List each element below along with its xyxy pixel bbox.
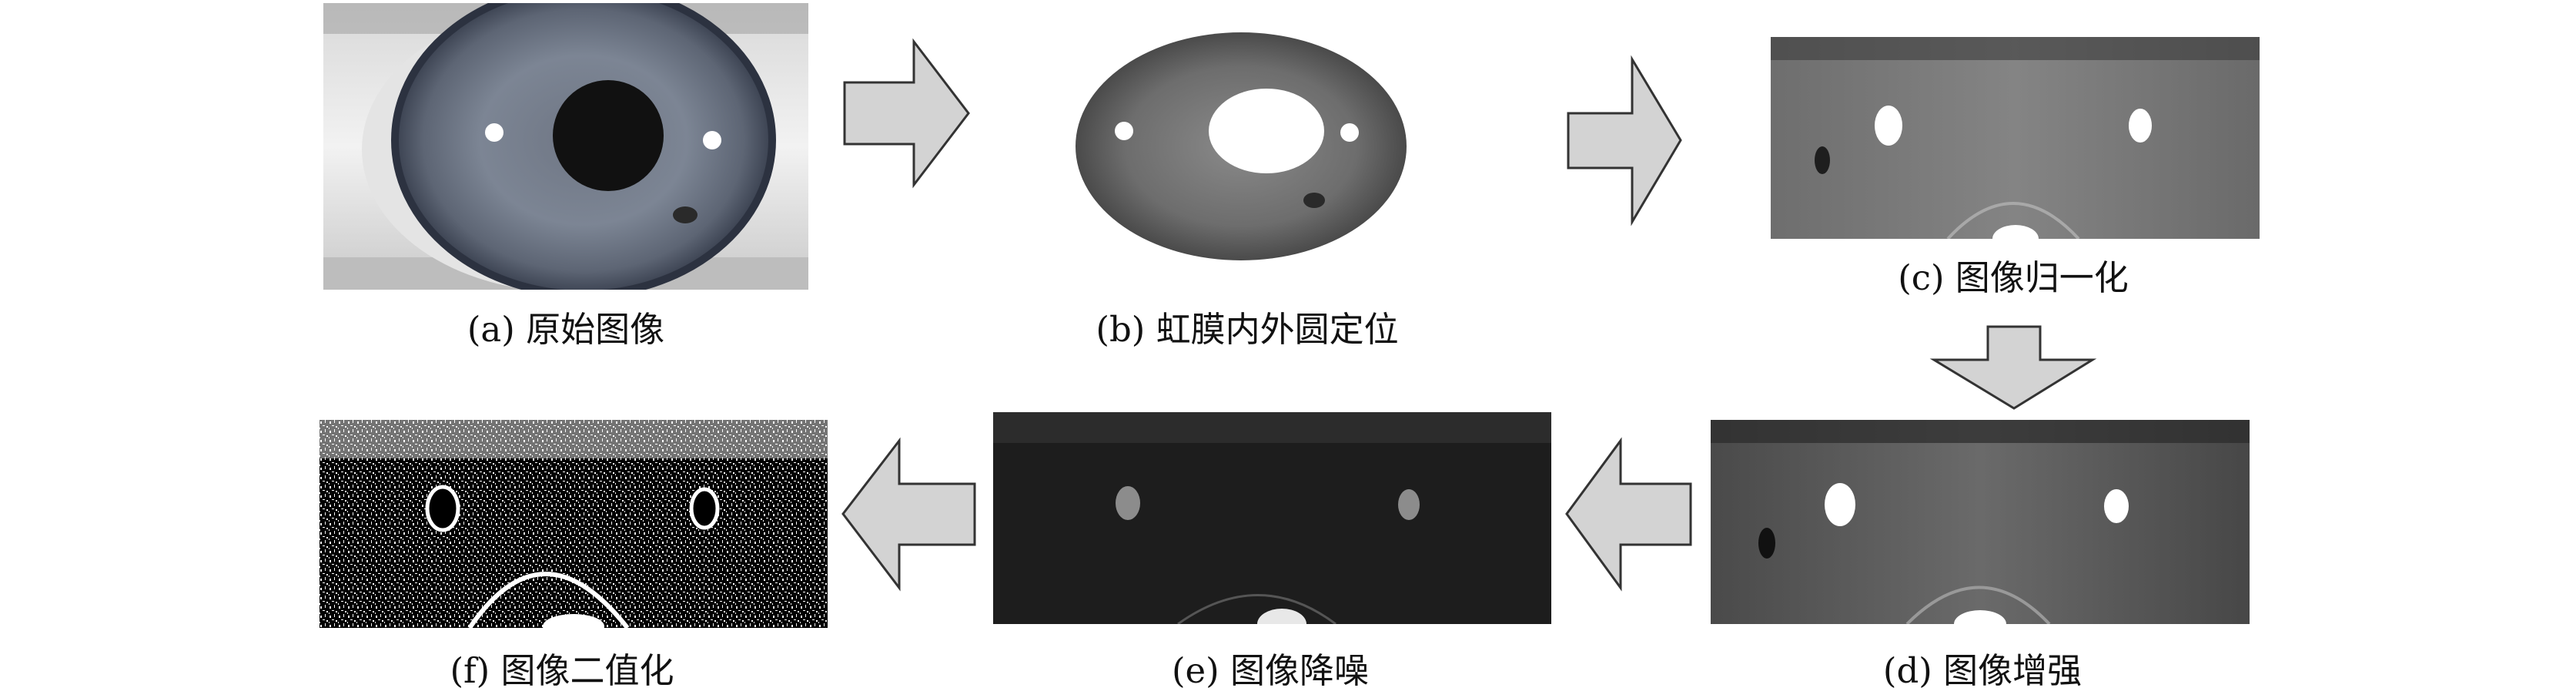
panel-binarized-image: [319, 420, 828, 628]
arrow-down-icon: [1929, 325, 2097, 410]
arrow-right-icon: [1567, 55, 1682, 227]
caption-iris-localization: (b) 虹膜内外圆定位: [1096, 309, 1399, 350]
panel-iris-localization: [1074, 31, 1409, 262]
panel-normalized-image: [1771, 37, 2260, 239]
caption-binarized-image: (f) 图像二值化: [450, 650, 674, 691]
panel-denoised-image: [993, 412, 1551, 624]
panel-original-image: [323, 3, 808, 290]
caption-enhanced-image: (d) 图像增强: [1882, 650, 2083, 691]
arrow-right-icon: [843, 38, 970, 189]
caption-original-image: (a) 原始图像: [467, 309, 665, 350]
caption-normalized-image: (c) 图像归一化: [1898, 257, 2129, 298]
arrow-left-icon: [1565, 437, 1692, 592]
caption-denoised-image: (e) 图像降噪: [1171, 650, 1370, 691]
arrow-left-icon: [841, 437, 976, 592]
panel-enhanced-image: [1711, 420, 2250, 624]
